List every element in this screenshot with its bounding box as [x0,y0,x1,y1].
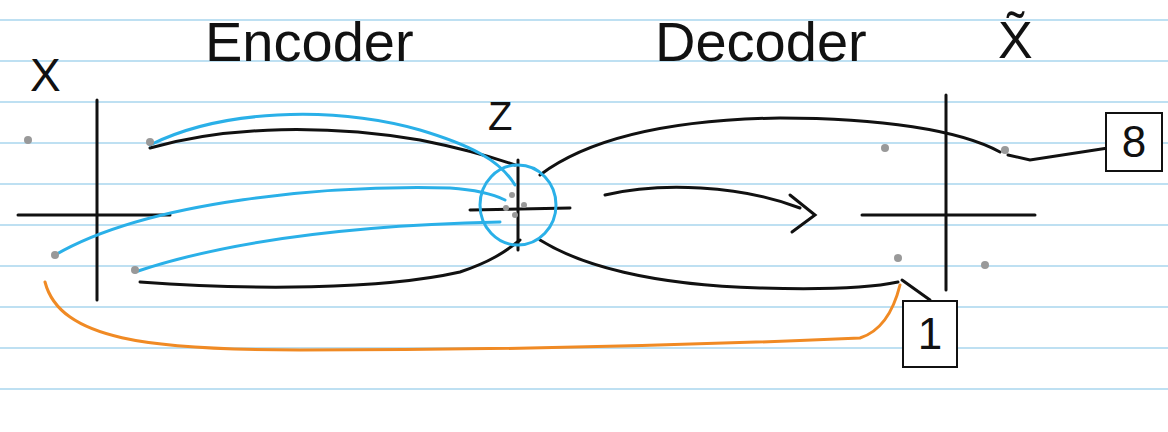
handwritten-label: X [30,52,61,98]
handwritten-label: Z [488,96,512,136]
number-box: 8 [1105,112,1163,172]
handwritten-label: X̃ [998,14,1033,66]
number-box: 1 [902,300,958,368]
data-points [24,136,1009,274]
box-number: 1 [918,312,942,356]
latent-mapping [55,114,556,272]
reconstruction-link [45,282,900,350]
handwritten-label: Decoder [655,14,867,70]
handwritten-label: Encoder [205,14,414,70]
box-number: 8 [1122,120,1146,164]
ruled-lines [0,20,1168,389]
sketch-lines [18,95,1108,300]
